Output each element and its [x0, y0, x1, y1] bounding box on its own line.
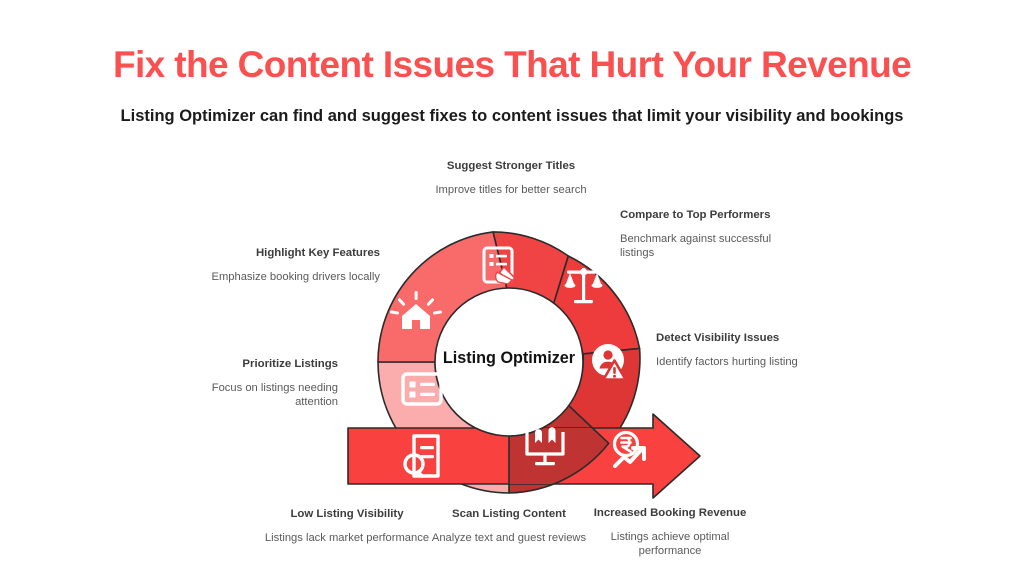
donut-center-label: Listing Optimizer: [442, 349, 576, 367]
callout-increased-booking-revenue: Increased Booking Revenue Listings achie…: [585, 506, 755, 559]
callout-description: Listings achieve optimal performance: [610, 530, 730, 558]
donut-center-hub: [434, 287, 584, 437]
callout-title: Detect Visibility Issues: [656, 332, 780, 344]
callout-prioritize-listings: Prioritize Listings Focus on listings ne…: [185, 357, 338, 410]
callout-title: Scan Listing Content: [452, 508, 566, 520]
callout-highlight-features: Highlight Key Features Emphasize booking…: [205, 246, 380, 284]
callout-detect-visibility: Detect Visibility Issues Identify factor…: [656, 331, 846, 369]
checklist-icon: [401, 372, 443, 406]
page-title: Fix the Content Issues That Hurt Your Re…: [112, 44, 912, 85]
callout-title: Increased Booking Revenue: [593, 507, 747, 519]
document-search-icon: [403, 434, 440, 478]
donut-overlap-scan: [508, 428, 610, 484]
callout-title: Prioritize Listings: [242, 358, 338, 370]
callout-low-listing-visibility: Low Listing Visibility Listings lack mar…: [262, 507, 432, 545]
callout-scan-listing-content: Scan Listing Content Analyze text and gu…: [424, 507, 594, 545]
callout-description: Identify factors hurting listing: [656, 355, 798, 368]
user-warning-icon: [592, 344, 627, 381]
donut-segment-scan-content-overlap: [508, 428, 610, 484]
callout-description: Focus on listings needing attention: [211, 381, 338, 409]
page-subtitle: Listing Optimizer can find and suggest f…: [120, 107, 904, 125]
callout-description: Listings lack market performance: [264, 531, 430, 544]
callout-suggest-titles: Suggest Stronger Titles Improve titles f…: [396, 159, 626, 197]
callout-compare-performers: Compare to Top Performers Benchmark agai…: [620, 208, 780, 261]
segment-icons: [390, 246, 646, 478]
callout-title: Highlight Key Features: [255, 247, 380, 259]
callout-description: Analyze text and guest reviews: [431, 531, 587, 544]
callout-title: Low Listing Visibility: [290, 508, 404, 520]
callout-description: Benchmark against successful listings: [620, 232, 772, 260]
monitor-reviews-icon: [525, 427, 565, 466]
callout-description: Improve titles for better search: [435, 183, 587, 196]
callout-title: Suggest Stronger Titles: [446, 160, 576, 172]
callout-title: Compare to Top Performers: [620, 209, 771, 221]
shining-house-icon: [390, 291, 442, 329]
document-edit-icon: [482, 246, 517, 285]
callout-description: Emphasize booking drivers locally: [211, 270, 380, 283]
scales-balance-icon: [564, 268, 603, 304]
revenue-growth-icon: [612, 430, 646, 468]
